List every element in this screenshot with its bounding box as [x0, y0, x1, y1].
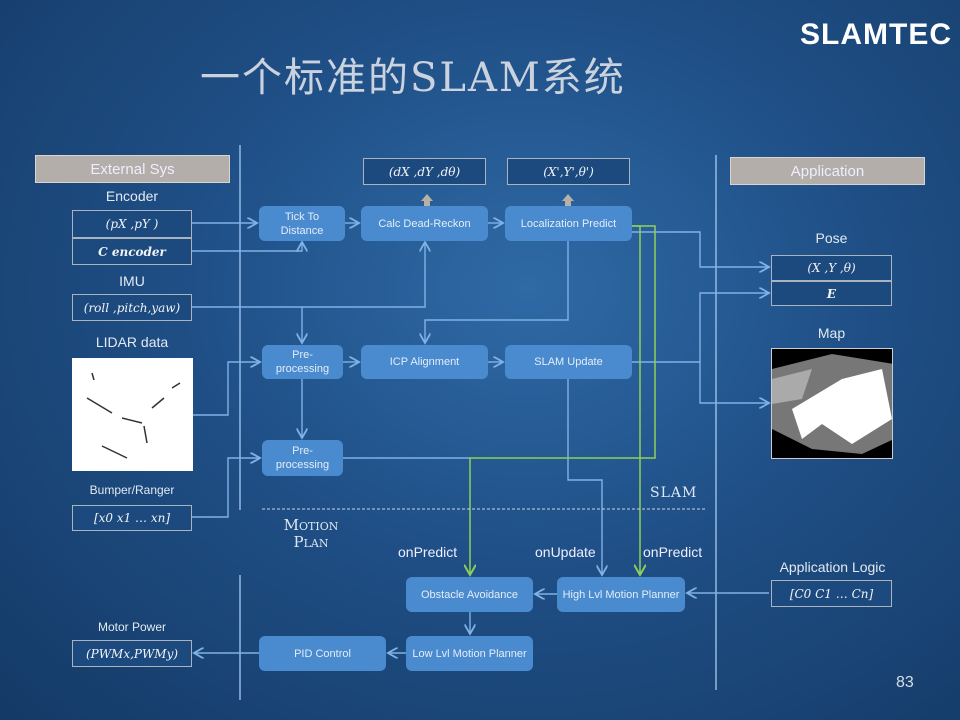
motion-plan-label-2: Plan	[293, 533, 329, 551]
on-predict-event-1: onPredict	[398, 544, 458, 560]
pid-control-block: PID Control	[259, 636, 386, 671]
lidar-preprocessing-block: Pre-processing	[262, 345, 343, 379]
motion-plan-label-1: Motion	[283, 516, 339, 534]
tick-to-distance-block: Tick To Distance	[259, 206, 345, 241]
lidar-label: LIDAR data	[95, 334, 169, 350]
calc-dead-reckon-block: Calc Dead-Reckon	[361, 206, 488, 241]
obstacle-avoidance-block: Obstacle Avoidance	[406, 577, 533, 612]
pose-value-box: (X ,Y ,θ)	[771, 255, 892, 281]
low-level-planner-block: Low Lvl Motion Planner	[406, 636, 533, 671]
page-number: 83	[896, 674, 914, 691]
slide-title: 一个标准的SLAM系统	[200, 55, 626, 101]
slamtec-logo: SLAMTEC	[800, 18, 952, 51]
map-image	[771, 348, 893, 459]
external-sys-header: External Sys	[35, 155, 230, 183]
imu-label: IMU	[119, 273, 145, 289]
encoder-label: Encoder	[105, 188, 159, 204]
encoder-position-box: (pX ,pY )	[72, 210, 192, 238]
application-logic-label: Application Logic	[779, 559, 886, 575]
on-update-event: onUpdate	[535, 544, 596, 560]
high-level-planner-block: High Lvl Motion Planner	[557, 577, 685, 612]
slam-section-label: SLAM	[650, 485, 698, 501]
bumper-preprocessing-block: Pre-processing	[262, 440, 343, 476]
icp-alignment-block: ICP Alignment	[361, 345, 488, 379]
pose-label: Pose	[815, 230, 848, 246]
motor-power-label: Motor Power	[97, 620, 167, 634]
bumper-label: Bumper/Ranger	[89, 483, 175, 497]
lidar-scan-image	[72, 358, 193, 471]
map-label: Map	[817, 325, 846, 341]
encoder-constant-box: C encoder	[72, 238, 192, 265]
imu-value-box: (roll ,pitch,yaw)	[72, 294, 192, 321]
localization-predict-block: Localization Predict	[505, 206, 632, 241]
localization-output: (X',Y',θ')	[507, 158, 630, 185]
bumper-value-box: [x0 x1 … xn]	[72, 505, 192, 531]
on-predict-event-2: onPredict	[643, 544, 703, 560]
dead-reckon-output: (dX ,dY ,dθ)	[363, 158, 486, 185]
motor-power-box: (PWMx,PWMy)	[72, 640, 192, 667]
application-header: Application	[730, 157, 925, 185]
slam-update-block: SLAM Update	[505, 345, 632, 379]
pose-error-box: E	[771, 281, 892, 306]
application-logic-box: [C0 C1 … Cn]	[771, 580, 892, 607]
